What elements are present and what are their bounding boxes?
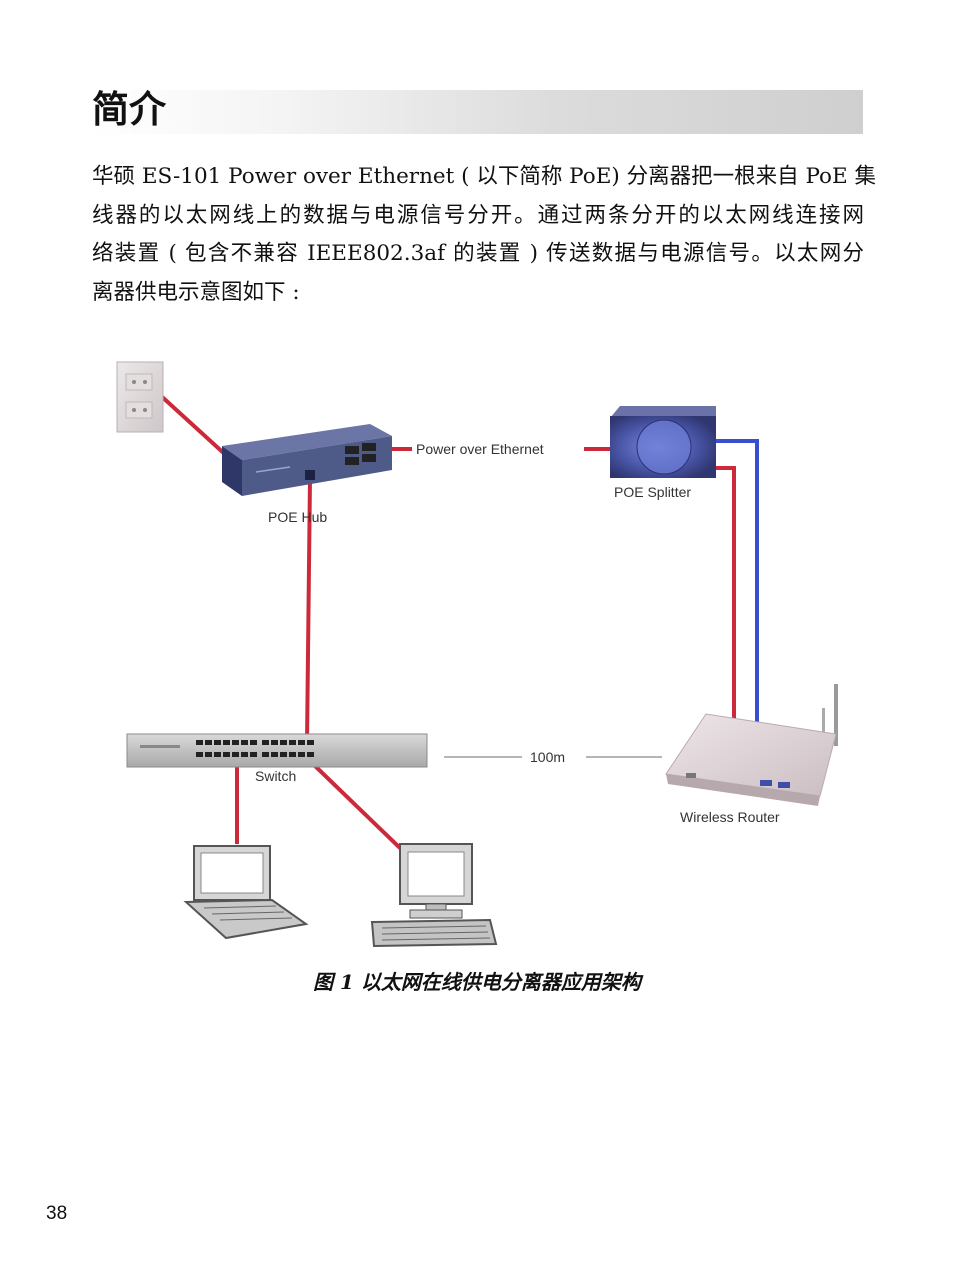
poe-splitter-icon [610, 406, 716, 478]
hub-to-switch-cable [305, 477, 312, 743]
wall-outlet-icon [116, 361, 164, 433]
splitter-power-cable [716, 466, 736, 718]
switch-icon [126, 733, 428, 768]
intro-line-3: 络装置 ( 包含不兼容 IEEE802.3af 的装置 ) 传送数据与电源信号。… [92, 241, 864, 266]
poe-link-label-bg [412, 438, 584, 458]
intro-paragraph: 华硕 ES-101 Power over Ethernet ( 以下简称 PoE… [92, 158, 877, 312]
section-header-bar [91, 90, 863, 134]
distance-label: 100m [530, 749, 565, 765]
switch-label: Switch [255, 768, 296, 784]
power-over-ethernet-label: Power over Ethernet [416, 441, 544, 457]
poe-hub-label: POE Hub [268, 509, 327, 525]
wireless-router-icon [665, 684, 838, 806]
outlet-to-hub-cable [158, 393, 230, 459]
intro-line-4: 离器供电示意图如下 : [92, 279, 300, 305]
intro-line-2: 线器的以太网线上的数据与电源信号分开。通过两条分开的以太网线连接网 [92, 202, 864, 228]
wireless-router-label: Wireless Router [680, 809, 780, 825]
figure-caption: 图 1 以太网在线供电分离器应用架构 [313, 970, 641, 994]
page-number: 38 [46, 1203, 68, 1224]
laptop-icon [183, 845, 309, 940]
poe-splitter-label: POE Splitter [614, 484, 691, 500]
intro-line-1: 华硕 ES-101 Power over Ethernet ( 以下简称 PoE… [92, 164, 877, 189]
section-title: 简介 [92, 88, 166, 131]
poe-hub-icon [222, 424, 392, 496]
splitter-data-cable [716, 439, 759, 722]
desktop-pc-icon [370, 843, 498, 948]
switch-to-desktop-cable [311, 762, 402, 850]
